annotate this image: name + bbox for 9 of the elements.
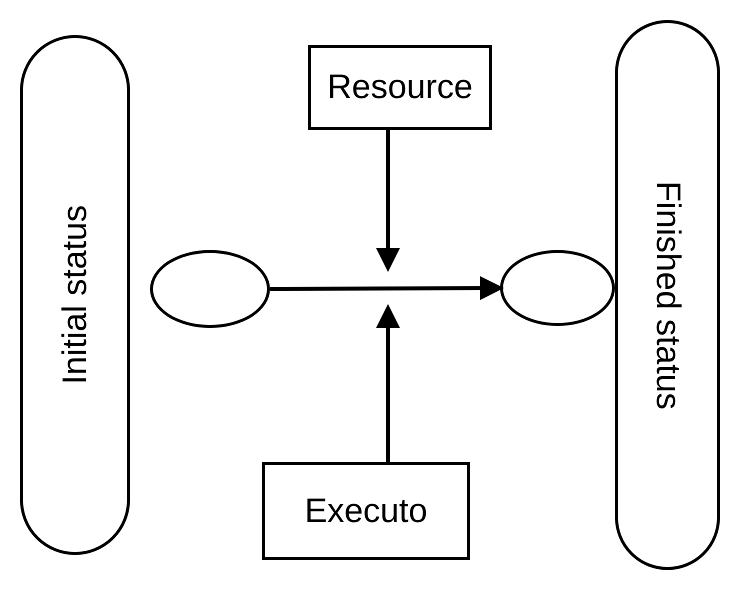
box-label: Executo <box>304 490 428 532</box>
process-box <box>308 45 492 130</box>
process-box <box>262 462 470 560</box>
status-label: Initial status <box>54 205 94 385</box>
arrow <box>376 304 400 462</box>
box-label: Resource <box>327 67 473 108</box>
status-label: Finished status <box>648 180 688 410</box>
arrow <box>270 276 504 300</box>
arrow <box>376 130 400 272</box>
